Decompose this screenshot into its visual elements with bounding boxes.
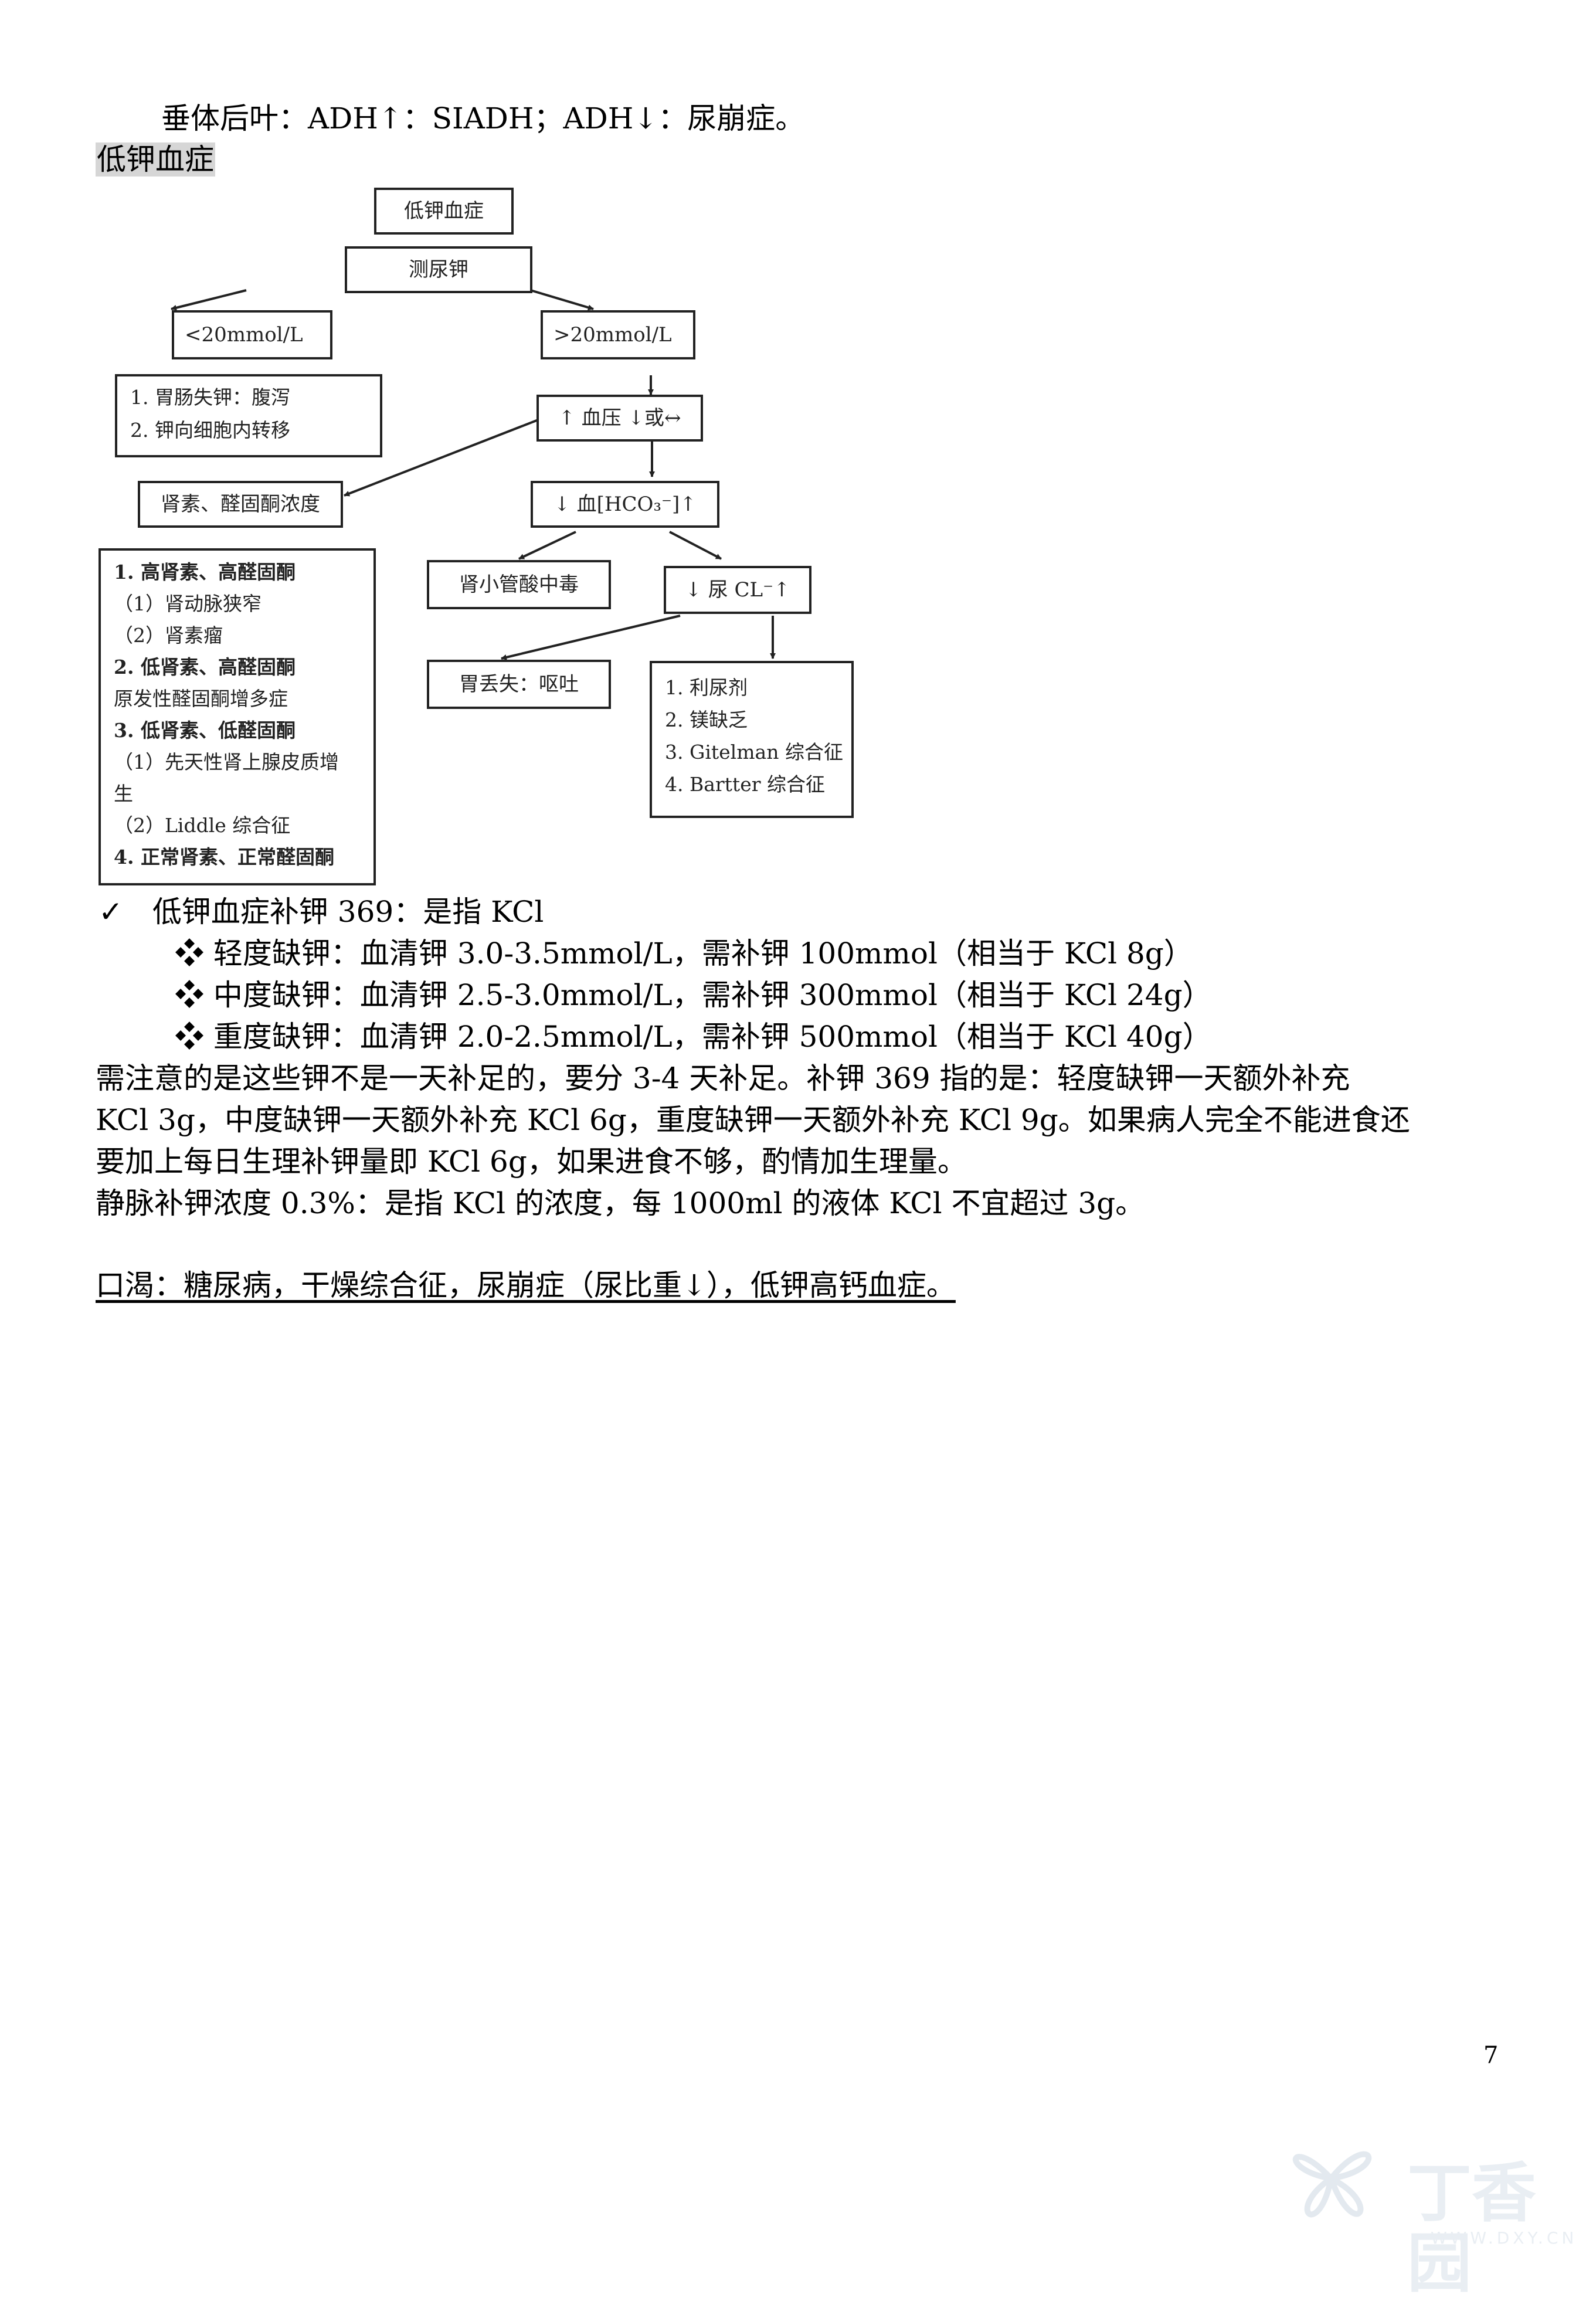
low-cause-item: 2. 钾向细胞内转移 [130, 419, 290, 442]
check-item-line: ✓ 低钾血症补钾 369：是指 KCl [99, 893, 544, 931]
section-heading-text: 低钾血症 [96, 142, 215, 177]
flowchart-connectors [171, 289, 776, 660]
box-renin-aldosterone: 肾素、醛固酮浓度 [138, 481, 343, 528]
deficiency-severe: ❖ 重度缺钾：血清钾 2.0-2.5mmol/L，需补钾 500mmol（相当于… [175, 1018, 1212, 1056]
box-urine-chloride-causes: 1. 利尿剂 2. 镁缺乏 3. Gitelman 综合征 4. Bartter… [650, 661, 854, 818]
box-low-urine-k-label: <20mmol/L [185, 323, 303, 347]
paragraph-line: 要加上每日生理补钾量即 KCl 6g，如果进食不够，酌情加生理量。 [96, 1145, 967, 1179]
diamond-bullet-icon: ❖ [175, 978, 204, 1012]
box-high-urine-k: >20mmol/L [541, 310, 695, 359]
page-number: 7 [1483, 2042, 1499, 2069]
box-renin-categories: 1. 高肾素、高醛固酮 （1）肾动脉狭窄 （2）肾素瘤 2. 低肾素、高醛固酮 … [99, 548, 376, 885]
paragraph-line: 需注意的是这些钾不是一天补足的，要分 3-4 天补足。补钾 369 指的是：轻度… [96, 1061, 1350, 1095]
pituitary-posterior-line: 垂体后叶：ADH↑：SIADH；ADH↓：尿崩症。 [161, 101, 805, 135]
box-blood-pressure: ↑ 血压 ↓或↔ [536, 395, 703, 442]
arrow-bp-to-renin [344, 416, 545, 497]
renin-list-item: 原发性醛固酮增多症 [114, 687, 288, 710]
section-heading: 低钾血症 [96, 141, 215, 178]
deficiency-severe-text: 重度缺钾：血清钾 2.0-2.5mmol/L，需补钾 500mmol（相当于 K… [213, 1020, 1212, 1054]
renin-list-item: 2. 低肾素、高醛固酮 [114, 656, 296, 678]
paragraph-line: KCl 3g，中度缺钾一天额外补充 KCl 6g，重度缺钾一天额外补充 KCl … [96, 1103, 1410, 1137]
ucl-list-item: 1. 利尿剂 [665, 676, 748, 699]
box-low-urine-k: <20mmol/L [172, 310, 332, 359]
renin-list-item: （1）先天性肾上腺皮质增 [114, 751, 339, 773]
thirst-line: 口渴：糖尿病，干燥综合征，尿崩症（尿比重↓），低钾高钙血症。 [96, 1268, 956, 1302]
ucl-list-item: 3. Gitelman 综合征 [665, 741, 843, 763]
box-urine-chloride-label: ↓ 尿 CL⁻↑ [685, 578, 790, 602]
box-hypokalemia: 低钾血症 [374, 188, 514, 235]
renin-list-item: （2）Liddle 综合征 [114, 814, 291, 837]
deficiency-mild: ❖ 轻度缺钾：血清钾 3.0-3.5mmol/L，需补钾 100mmol（相当于… [175, 935, 1193, 972]
box-hypokalemia-label: 低钾血症 [404, 199, 484, 223]
check-item-text: 低钾血症补钾 369：是指 KCl [152, 895, 544, 929]
box-gastric-loss-label: 胃丢失：呕吐 [459, 673, 579, 696]
deficiency-moderate: ❖ 中度缺钾：血清钾 2.5-3.0mmol/L，需补钾 300mmol（相当于… [175, 976, 1212, 1014]
ucl-list-item: 4. Bartter 综合征 [665, 773, 825, 796]
low-cause-item: 1. 胃肠失钾：腹泻 [130, 386, 290, 409]
check-icon: ✓ [99, 895, 123, 929]
flower-logo-icon [1292, 2151, 1372, 2218]
deficiency-mild-text: 轻度缺钾：血清钾 3.0-3.5mmol/L，需补钾 100mmol（相当于 K… [213, 936, 1193, 970]
diamond-bullet-icon: ❖ [175, 1020, 204, 1054]
diamond-bullet-icon: ❖ [175, 936, 204, 970]
box-blood-pressure-label: ↑ 血压 ↓或↔ [558, 406, 681, 430]
arrow-ucl-to-gastric [501, 615, 681, 660]
box-high-urine-k-label: >20mmol/L [553, 323, 672, 347]
renin-list-item: 3. 低肾素、低醛固酮 [114, 719, 296, 742]
arrow-test-to-low [171, 289, 247, 311]
iv-concentration-line: 静脉补钾浓度 0.3%：是指 KCl 的浓度，每 1000ml 的液体 KCl … [96, 1186, 1145, 1220]
arrow-test-to-high [530, 289, 594, 311]
arrow-hco3-to-rta [518, 531, 576, 560]
box-urine-chloride: ↓ 尿 CL⁻↑ [664, 566, 811, 614]
renin-list-item: 生 [114, 782, 133, 805]
renin-list-item: 1. 高肾素、高醛固酮 [114, 561, 296, 583]
box-renal-tubular-acidosis-label: 肾小管酸中毒 [459, 573, 579, 596]
deficiency-moderate-text: 中度缺钾：血清钾 2.5-3.0mmol/L，需补钾 300mmol（相当于 K… [213, 978, 1212, 1012]
arrow-hco3-to-ucl [669, 531, 722, 560]
renin-list-item: 4. 正常肾素、正常醛固酮 [114, 846, 334, 868]
hypokalemia-flowchart: 低钾血症 测尿钾 <20mmol/L >20mmol/L 1. 胃肠失钾：腹泻 … [94, 179, 880, 894]
box-low-causes: 1. 胃肠失钾：腹泻 2. 钾向细胞内转移 [115, 374, 382, 457]
renin-list-item: （2）肾素瘤 [114, 624, 223, 647]
ucl-list-item: 2. 镁缺乏 [665, 708, 748, 731]
box-urine-potassium-label: 测尿钾 [409, 258, 468, 281]
box-urine-potassium: 测尿钾 [345, 246, 532, 293]
watermark-url: WWW.DXY.CN [1431, 2228, 1578, 2248]
box-blood-hco3: ↓ 血[HCO₃⁻]↑ [531, 481, 719, 528]
box-renal-tubular-acidosis: 肾小管酸中毒 [427, 560, 611, 609]
renin-list-item: （1）肾动脉狭窄 [114, 592, 262, 615]
box-renin-aldosterone-label: 肾素、醛固酮浓度 [161, 493, 320, 516]
box-blood-hco3-label: ↓ 血[HCO₃⁻]↑ [553, 493, 697, 516]
box-gastric-loss: 胃丢失：呕吐 [427, 660, 611, 709]
